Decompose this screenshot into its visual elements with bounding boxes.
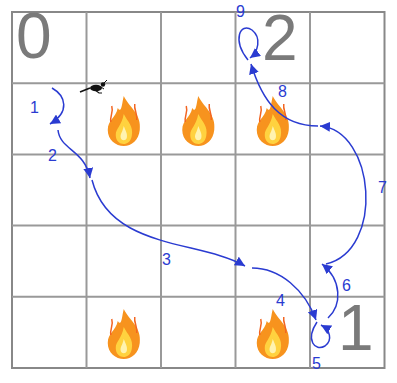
callout-number: 6: [342, 278, 351, 294]
step-arrow: [50, 88, 64, 124]
fire-icon: [257, 96, 289, 146]
callout-number: 9: [236, 4, 245, 20]
callout-number: 1: [30, 100, 39, 116]
state-number: 2: [262, 6, 298, 70]
callout-number: 3: [162, 252, 171, 268]
step-arrow: [251, 64, 318, 126]
kangaroo-icon: [80, 80, 107, 93]
step-arrow: [58, 130, 90, 178]
state-number: 1: [338, 296, 374, 360]
fire-icons: [108, 96, 289, 359]
fire-icon: [257, 309, 289, 359]
step-loop: [312, 322, 330, 348]
step-arrow: [320, 126, 366, 264]
state-number: 0: [16, 4, 52, 68]
grid-lines: [12, 12, 385, 368]
callout-number: 5: [312, 356, 321, 372]
callout-number: 7: [378, 180, 387, 196]
callout-number: 2: [48, 148, 57, 164]
callout-number: 8: [278, 84, 287, 100]
step-arrow: [322, 264, 338, 318]
step-arrows: [50, 28, 366, 348]
fire-icon: [182, 96, 214, 146]
step-loop: [239, 28, 258, 60]
step-arrow: [252, 268, 316, 320]
fire-icon: [108, 309, 140, 359]
callout-number: 4: [276, 293, 285, 309]
fire-icon: [108, 96, 140, 146]
